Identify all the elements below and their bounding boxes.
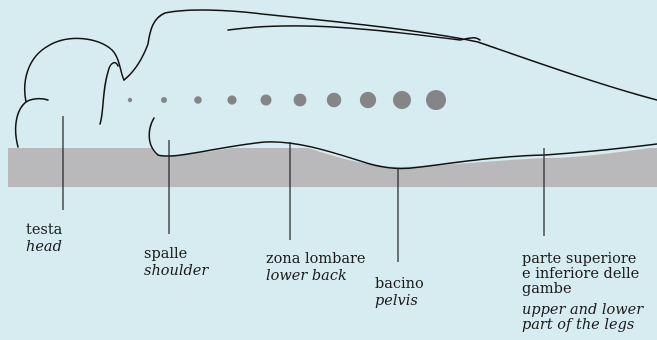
label-head-en: head (26, 239, 62, 256)
label-legs-it-3: gambe (522, 282, 643, 297)
pressure-dot (161, 97, 167, 103)
label-shoulder-it: spalle (144, 246, 208, 263)
label-legs-en-1: upper and lower (522, 303, 643, 318)
label-pelvis-it: bacino (375, 276, 424, 293)
label-lower-back-it: zona lombare (266, 251, 366, 268)
label-head-it: testa (26, 222, 62, 239)
pressure-dot (194, 96, 202, 104)
pressure-dot (261, 95, 272, 106)
pressure-dot (227, 95, 236, 104)
label-legs: parte superiore e inferiore delle gambe … (522, 252, 643, 333)
label-pelvis: bacino pelvis (375, 276, 424, 310)
pressure-dot (426, 90, 446, 110)
pressure-dot (393, 91, 411, 109)
label-legs-it-1: parte superiore (522, 252, 643, 267)
label-pelvis-en: pelvis (375, 293, 424, 310)
pressure-dot (327, 93, 341, 107)
body-silhouette (16, 10, 657, 167)
label-shoulder: spalle shoulder (144, 246, 208, 280)
label-head: testa head (26, 222, 62, 256)
pressure-dot (294, 94, 307, 107)
pressure-dot (360, 92, 376, 108)
label-shoulder-en: shoulder (144, 263, 208, 280)
pressure-dot (128, 98, 132, 102)
label-lower-back: zona lombare lower back (266, 251, 366, 285)
label-lower-back-en: lower back (266, 268, 366, 285)
label-legs-it-2: e inferiore delle (522, 267, 643, 282)
label-legs-en-2: part of the legs (522, 318, 643, 333)
